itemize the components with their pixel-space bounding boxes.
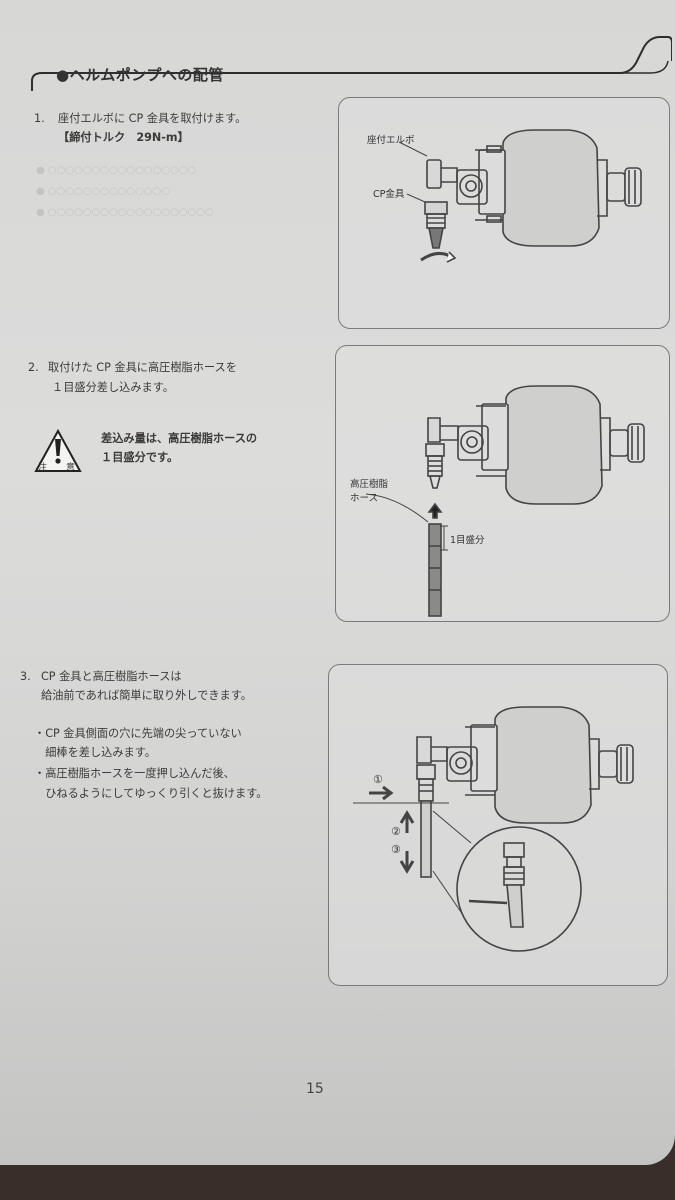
step-3-pump-drawing	[353, 706, 634, 952]
step-1-line1: 座付エルボに CP 金具を取付けます。	[58, 112, 247, 125]
step-1-illustration-panel: 座付エルボ CP金具	[338, 97, 670, 329]
label-elbow: 座付エルボ	[367, 135, 415, 146]
step-3-bullet2-line2: ひねるようにしてゆっくり引くと抜けます。	[34, 787, 268, 800]
step-3-number: 3.	[20, 670, 31, 683]
step-2-line1: 取付けた CP 金具に高圧樹脂ホースを	[48, 361, 237, 374]
step-2-line2: １目盛分差し込みます。	[52, 381, 174, 394]
label-step-3-marker: ③	[391, 843, 401, 856]
step-2-number: 2.	[28, 361, 39, 374]
step-3-line2: 給油前であれば簡単に取り外しできます。	[41, 689, 252, 702]
caution-icon-label-2: 意	[66, 463, 76, 473]
label-hose-line2: ホース	[350, 493, 379, 504]
page-title: ●ヘルムポンプへの配管	[56, 66, 224, 84]
step-3-bullet1-line1: ・CP 金具側面の穴に先端の尖っていない	[34, 727, 242, 740]
label-step-2-marker: ②	[391, 825, 401, 838]
step-1-pump-drawing	[398, 129, 642, 263]
caution-line2: １目盛分です。	[101, 451, 179, 464]
caution-line1: 差込み量は、高圧樹脂ホースの	[101, 432, 258, 445]
step-1-number: 1.	[34, 112, 45, 125]
step-2-illustration-panel: 高圧樹脂 ホース 1目盛分	[335, 345, 670, 622]
label-step-1-marker: ①	[373, 773, 383, 786]
step-2-pump-drawing	[365, 385, 645, 617]
step-3-bullet1-line2: 細棒を差し込みます。	[34, 746, 156, 759]
page-number: 15	[306, 1081, 324, 1097]
step-3-bullet2-line1: ・高圧樹脂ホースを一度押し込んだ後、	[34, 767, 235, 780]
step-3-line1: CP 金具と高圧樹脂ホースは	[41, 670, 182, 683]
caution-icon-label-1: 注	[38, 463, 48, 473]
header-tab-outline	[31, 36, 672, 91]
caution-icon	[34, 428, 82, 472]
label-cp-fitting: CP金具	[373, 189, 405, 200]
manual-page: ●ヘルムポンプへの配管 ● ○○○○○○○○○○○○○○○○○ ● ○○○○○○…	[0, 0, 675, 1165]
step-3-illustration-panel: ① ② ③	[328, 664, 668, 986]
label-hose-line1: 高圧樹脂	[350, 479, 389, 490]
step-1-torque: 【締付トルク 29N-m】	[58, 131, 189, 144]
label-one-mark: 1目盛分	[450, 535, 485, 546]
